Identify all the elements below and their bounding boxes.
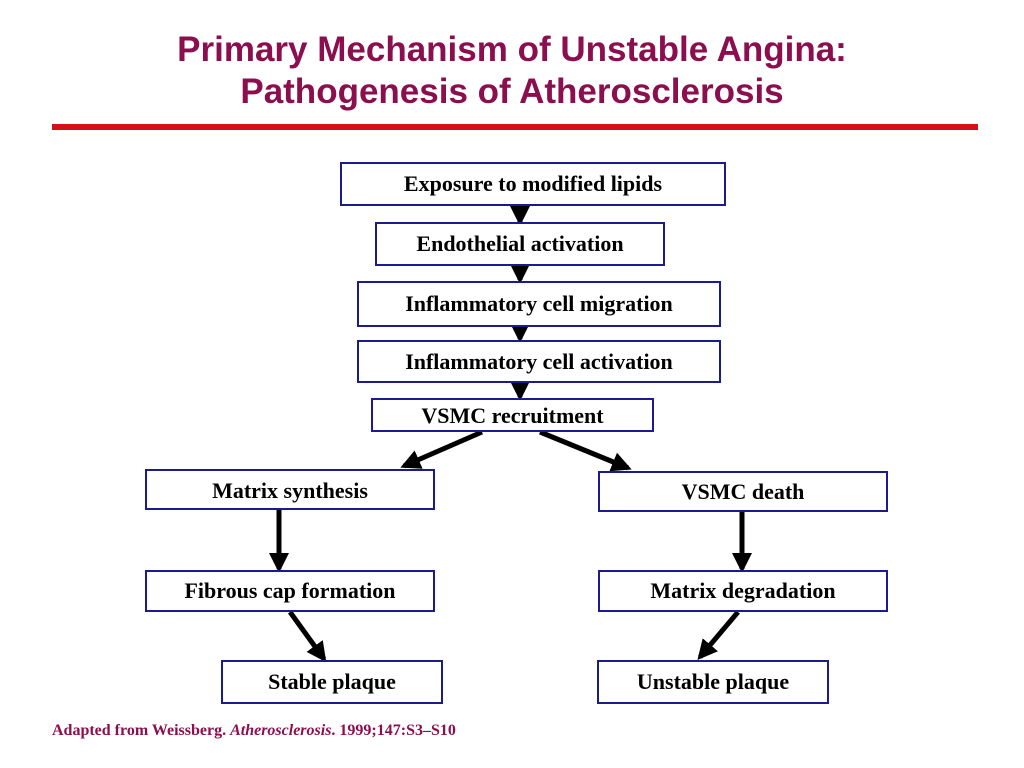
- arrow-degradation-to-unstable: [697, 610, 740, 661]
- box-matrix-degradation: Matrix degradation: [598, 570, 888, 612]
- slide-title-line-2: Pathogenesis of Atherosclerosis: [240, 72, 784, 111]
- arrow-recruitment-to-synthesis: [400, 429, 483, 469]
- title-divider: [52, 124, 978, 130]
- slide-title-line-1: Primary Mechanism of Unstable Angina:: [177, 30, 847, 69]
- citation-journal: Atherosclerosis: [230, 722, 332, 739]
- box-exposure-to-modified-lipids: Exposure to modified lipids: [340, 162, 726, 206]
- box-endothelial-activation: Endothelial activation: [375, 222, 665, 266]
- box-inflammatory-cell-migration: Inflammatory cell migration: [357, 281, 721, 327]
- citation-prefix: Adapted from Weissberg.: [52, 722, 231, 739]
- citation-suffix: . 1999;147:S3–S10: [331, 722, 456, 739]
- box-stable-plaque: Stable plaque: [221, 660, 443, 704]
- arrow-fibrous-cap-to-stable: [287, 610, 327, 663]
- box-inflammatory-cell-activation: Inflammatory cell activation: [357, 340, 721, 383]
- box-matrix-synthesis: Matrix synthesis: [145, 469, 435, 510]
- box-vsmc-recruitment: VSMC recruitment: [371, 398, 654, 432]
- citation-footer: Adapted from Weissberg. Atherosclerosis.…: [52, 722, 456, 740]
- box-fibrous-cap-formation: Fibrous cap formation: [145, 570, 435, 612]
- box-vsmc-death: VSMC death: [598, 471, 888, 512]
- arrow-recruitment-to-death: [539, 429, 632, 472]
- box-unstable-plaque: Unstable plaque: [597, 660, 829, 704]
